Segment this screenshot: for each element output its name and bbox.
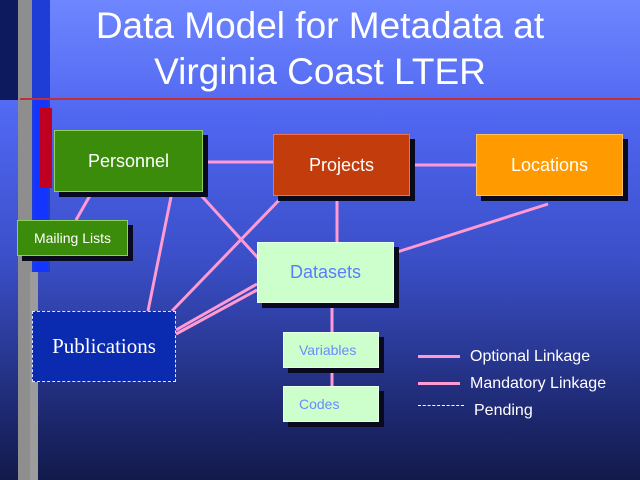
node-variables: Variables <box>283 332 379 368</box>
node-locations: Locations <box>476 134 623 196</box>
slide-title-line1: Data Model for Metadata at <box>95 5 545 46</box>
node-datasets-label: Datasets <box>289 262 362 282</box>
node-publications: Publications <box>32 311 176 382</box>
node-personnel-label: Personnel <box>87 150 170 171</box>
legend-pending-label: Pending <box>474 402 533 419</box>
node-mailing-lists: Mailing Lists <box>17 220 128 256</box>
link-personnel-publications <box>146 191 174 312</box>
node-codes: Codes <box>283 386 379 422</box>
decor-stripe-red <box>40 108 52 188</box>
link-locations-datasets <box>393 202 549 255</box>
node-projects: Projects <box>273 134 410 196</box>
legend-optional-swatch <box>418 355 460 358</box>
legend-pending-swatch <box>418 405 464 406</box>
title-rule <box>20 98 640 100</box>
node-locations-label: Locations <box>510 154 589 175</box>
slide-title-line2: Virginia Coast LTER <box>154 51 486 92</box>
node-publications-label: Publications <box>52 334 156 358</box>
node-datasets: Datasets <box>257 242 394 303</box>
link-datasets-publications-1 <box>175 282 258 332</box>
link-personnel-datasets <box>196 190 260 260</box>
node-personnel: Personnel <box>54 130 203 192</box>
legend-optional-label: Optional Linkage <box>470 348 591 365</box>
link-datasets-publications-2 <box>175 288 258 336</box>
legend-mandatory-label: Mandatory Linkage <box>470 375 607 392</box>
node-codes-label: Codes <box>299 396 340 412</box>
link-projects-publications <box>170 194 285 313</box>
node-projects-label: Projects <box>308 154 375 175</box>
link-personnel-mailing <box>74 191 94 221</box>
node-variables-label: Variables <box>299 342 357 358</box>
legend-mandatory-swatch <box>418 382 460 385</box>
node-mailing-lists-label: Mailing Lists <box>33 230 112 246</box>
